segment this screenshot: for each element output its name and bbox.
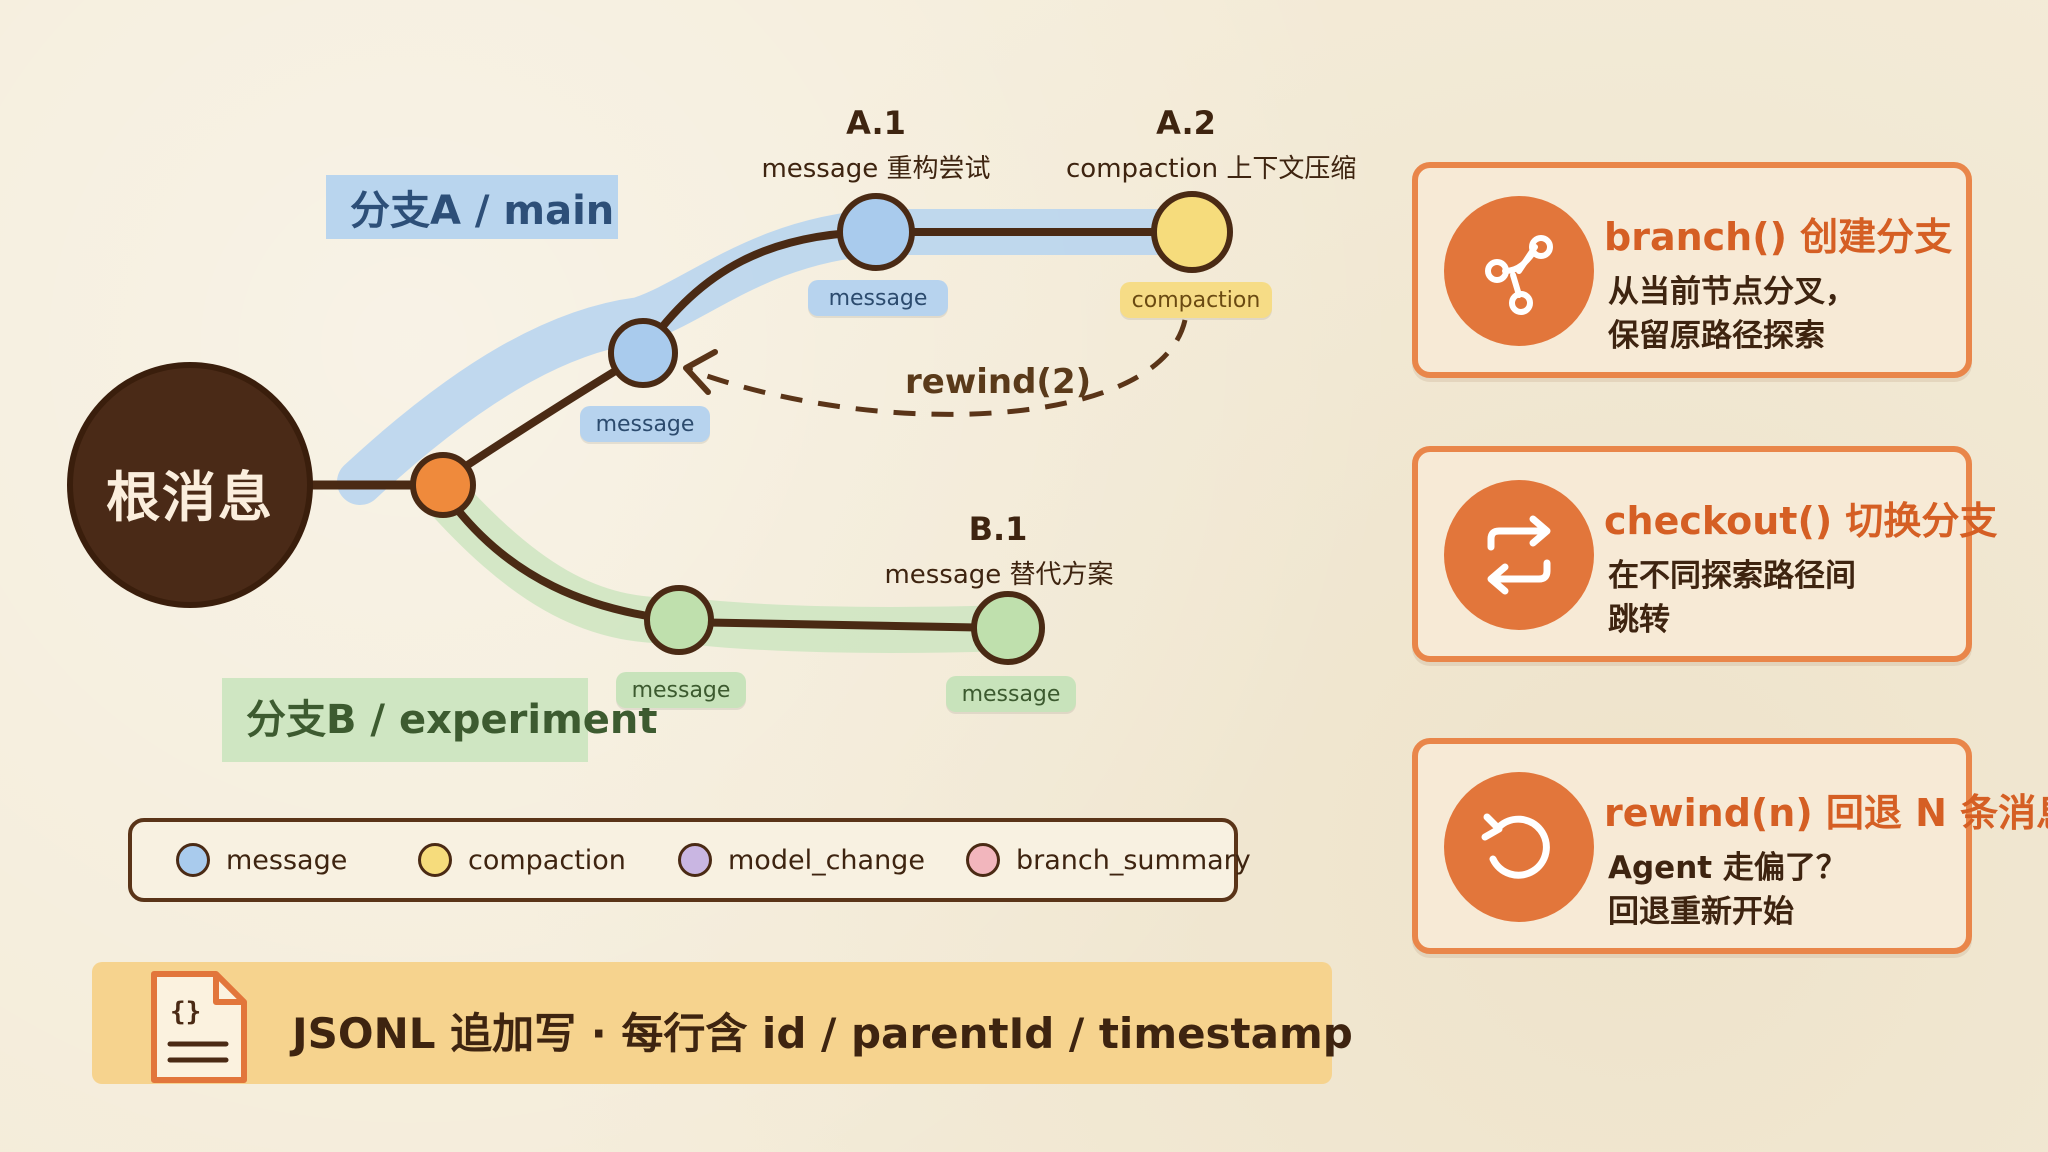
rewind-label: rewind(2): [905, 362, 1092, 402]
message-node-b0: [644, 585, 714, 655]
branch-summary-legend-dot: [966, 843, 1000, 877]
branch-a-tag: 分支A / main: [326, 175, 618, 239]
message-node-b1: [971, 591, 1045, 665]
node-a2-title: A.2: [1156, 104, 1216, 142]
card-branch: branch() 创建分支 从当前节点分叉， 保留原路径探索: [1412, 162, 1972, 378]
card-branch-desc: 从当前节点分叉， 保留原路径探索: [1608, 274, 1856, 354]
svg-text:{}: {}: [170, 997, 201, 1027]
legend-item-branch-summary: branch_summary: [966, 840, 1251, 880]
message-node-a1: [837, 193, 915, 271]
undo-icon: [1481, 813, 1550, 879]
legend-item-model-change: model_change: [678, 840, 925, 880]
card-rewind-title: rewind(n) 回退 N 条消息: [1604, 791, 2048, 835]
legend: message compaction model_change branch_s…: [128, 818, 1251, 902]
legend-label: compaction: [468, 844, 626, 876]
legend-label: branch_summary: [1016, 844, 1251, 876]
swap-arrows-icon: [1487, 515, 1551, 595]
undo-icon-circle: [1444, 772, 1594, 922]
compaction-node-a2: [1151, 191, 1233, 273]
node-a1-subtitle: message 重构尝试: [761, 154, 991, 184]
branch-icon: [1485, 235, 1553, 315]
message-legend-dot: [176, 843, 210, 877]
card-rewind-desc: Agent 走偏了？ 回退重新开始: [1608, 850, 1847, 930]
node-b1-pill: message: [946, 676, 1076, 712]
card-rewind: rewind(n) 回退 N 条消息 Agent 走偏了？ 回退重新开始: [1412, 738, 2048, 954]
node-b1-title: B.1: [968, 510, 1028, 548]
branch-b-tag: 分支B / experiment: [222, 678, 657, 762]
node-b0-pill: message: [616, 672, 746, 708]
fork-node: [410, 452, 476, 518]
json-file-icon: {}: [151, 971, 247, 1083]
card-checkout-desc: 在不同探索路径间 跳转: [1608, 558, 1856, 638]
legend-item-compaction: compaction: [418, 840, 626, 880]
root-node-label: 根消息: [106, 465, 274, 529]
node-a0-pill: message: [580, 406, 710, 442]
rewind-arrowhead: [683, 349, 718, 395]
node-a1-title: A.1: [846, 104, 906, 142]
branch-icon-circle: [1444, 196, 1594, 346]
model-change-legend-dot: [678, 843, 712, 877]
node-a2-pill: compaction: [1120, 282, 1272, 318]
root-node: [67, 362, 313, 608]
branch-b-edge: [676, 618, 1009, 632]
jsonl-banner: {} JSONL 追加写 · 每行含 id / parentId / times…: [92, 962, 1353, 1084]
branch-b-edge: [446, 496, 679, 624]
jsonl-description: JSONL 追加写 · 每行含 id / parentId / timestam…: [292, 1009, 1353, 1058]
rewind-arrow: [689, 319, 1188, 417]
legend-label: message: [226, 844, 348, 876]
card-checkout: checkout() 切换分支 在不同探索路径间 跳转: [1412, 446, 1997, 662]
card-branch-title: branch() 创建分支: [1604, 215, 1953, 259]
branch-a-highlight: [337, 209, 1233, 505]
node-b1-subtitle: message 替代方案: [884, 560, 1114, 590]
compaction-legend-dot: [418, 843, 452, 877]
message-node-a0: [608, 318, 678, 388]
legend-item-message: message: [176, 840, 347, 880]
node-a2-subtitle: compaction 上下文压缩: [1066, 154, 1357, 184]
swap-icon-circle: [1444, 480, 1594, 630]
legend-label: model_change: [728, 844, 925, 876]
node-a1-pill: message: [808, 280, 948, 316]
card-checkout-title: checkout() 切换分支: [1604, 499, 1998, 543]
